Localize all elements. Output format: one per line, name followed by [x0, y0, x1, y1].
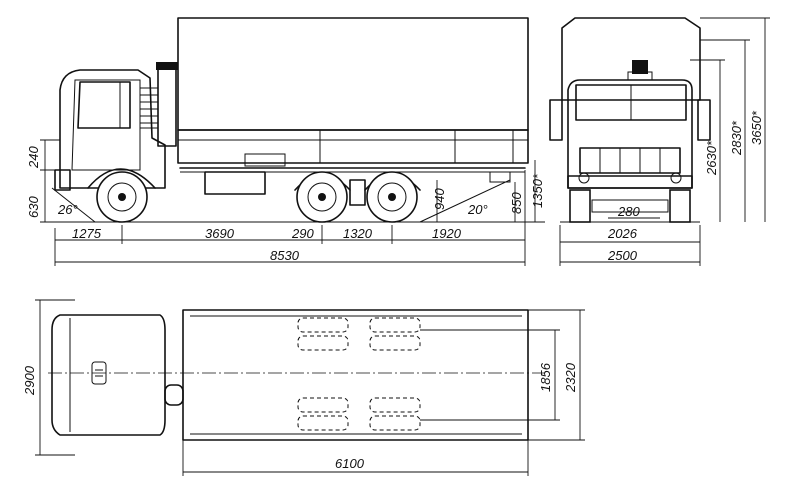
- dim-top-width: 2900: [22, 365, 37, 396]
- front-view: [549, 17, 770, 266]
- dim-track: 2026: [607, 226, 638, 241]
- dim-overall-width: 2500: [607, 248, 638, 263]
- dim-cab-height: 240: [26, 146, 41, 169]
- dim-wheelbase-2: 1320: [343, 226, 373, 241]
- tarp-body: [177, 17, 529, 131]
- hidden-wheels: [297, 317, 421, 431]
- dim-height-2: 2830*: [729, 120, 744, 156]
- dim-platform-width: 2320: [563, 362, 578, 393]
- top-view: [35, 299, 585, 476]
- dim-rear-height-1: 850: [509, 192, 524, 214]
- dim-wheelbase-1: 3690: [205, 226, 235, 241]
- cab: [59, 69, 166, 189]
- dim-departure-angle: 20°: [467, 202, 488, 217]
- dim-frame-height: 630: [26, 196, 41, 218]
- side-view-labels: 240 630 26° 1275 3690 290 1320 1920 8530…: [26, 146, 545, 263]
- dim-axle-gap: 290: [291, 226, 314, 241]
- dim-platform-length: 6100: [335, 456, 365, 471]
- dim-height-3: 3650*: [749, 110, 764, 145]
- top-view-labels: 2900 6100 1856 2320: [22, 362, 578, 471]
- air-intake-pipe: [157, 65, 177, 147]
- side-vents: [139, 87, 159, 129]
- top-cab: [51, 314, 166, 436]
- front-view-labels: 280 2026 2500 2630* 2830* 3650*: [607, 110, 764, 263]
- cargo-platform: [177, 129, 529, 164]
- dim-under-axle: 280: [617, 204, 640, 219]
- dim-height-1: 2630*: [704, 140, 719, 176]
- dim-inner-width: 1856: [538, 362, 553, 392]
- dim-total-length: 8530: [270, 248, 300, 263]
- dim-front-overhang: 1275: [72, 226, 102, 241]
- front-cab: [567, 79, 693, 189]
- dim-rear-height-2: 1350*: [530, 173, 545, 208]
- front-wheel: [96, 171, 148, 223]
- dim-rear-overhang: 1920: [432, 226, 462, 241]
- rear-wheel-2: [366, 171, 418, 223]
- cargo-bed-top: [182, 309, 529, 441]
- rear-wheel-1: [296, 171, 348, 223]
- side-view: [40, 17, 545, 266]
- dim-ground-clearance: 940: [432, 188, 447, 210]
- dim-approach-angle: 26°: [57, 202, 78, 217]
